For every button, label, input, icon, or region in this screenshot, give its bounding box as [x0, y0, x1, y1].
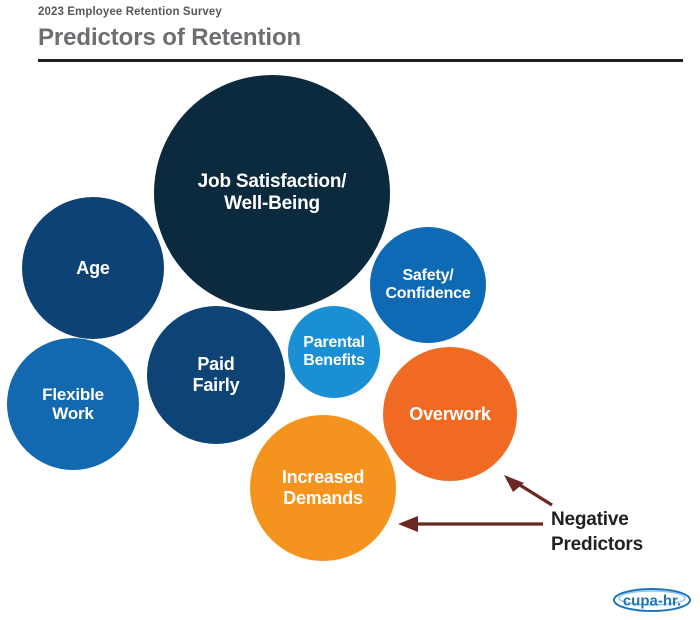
bubble-label-line: Overwork	[409, 403, 491, 424]
negative-predictor-arrows	[398, 475, 553, 532]
negative-predictors-line-2: Predictors	[551, 534, 643, 555]
bubble-label-line: Fairly	[192, 375, 240, 395]
bubble-label-line: Age	[76, 257, 110, 278]
bubble-job-satisfaction[interactable]: Job Satisfaction/Well-Being	[154, 75, 390, 311]
bubble-overwork[interactable]: Overwork	[383, 347, 517, 481]
arrow-to-overwork	[504, 475, 553, 507]
header: 2023 Employee Retention Survey Predictor…	[38, 4, 684, 53]
bubble-label-line: Safety/	[402, 266, 454, 284]
bubble-label: Job Satisfaction/Well-Being	[198, 171, 347, 214]
bubble-label-line: Well-Being	[224, 193, 320, 214]
bubble-label-line: Increased	[281, 467, 365, 488]
page-title: Predictors of Retention	[38, 24, 302, 51]
bubble-label-line: Demands	[283, 488, 363, 508]
bubble-label: Overwork	[409, 403, 491, 425]
bubble-safety-confidence[interactable]: Safety/Confidence	[370, 227, 486, 343]
bubble-label-line: Job Satisfaction/	[197, 171, 347, 193]
bubble-label: Safety/Confidence	[385, 267, 470, 303]
logo-wordmark: cupa-hr.	[623, 593, 681, 610]
arrow-to-increased-demands	[398, 516, 543, 532]
logo-swoosh-outer	[613, 588, 691, 612]
bubble-label-line: Flexible	[42, 384, 104, 404]
bubble-label-line: Work	[52, 404, 94, 423]
bubble-label-line: Paid	[197, 354, 235, 375]
negative-predictors-line-1: Negative	[551, 509, 629, 530]
bubble-label-line: Confidence	[385, 285, 471, 302]
negative-predictors-label: Negative Predictors	[551, 507, 696, 557]
cupa-hr-logo: cupa-hr.	[613, 588, 691, 612]
bubble-age[interactable]: Age	[22, 197, 164, 339]
logo-swoosh-inner	[618, 590, 686, 606]
survey-eyebrow: 2023 Employee Retention Survey	[38, 6, 222, 18]
bubble-label-line: Parental	[303, 333, 365, 351]
header-divider	[38, 59, 683, 62]
bubble-label-line: Benefits	[303, 352, 365, 369]
bubble-label: Age	[76, 257, 110, 279]
